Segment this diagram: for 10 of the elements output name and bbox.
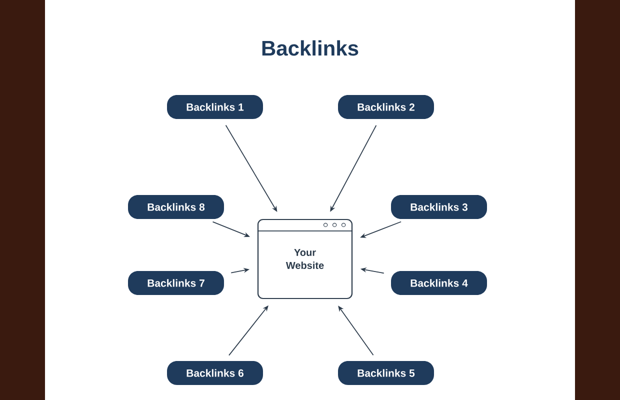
label-pill: Backlinks 8 <box>128 195 224 219</box>
label-pill: Backlinks 6 <box>167 361 263 385</box>
browser-window: Your Website <box>257 218 353 300</box>
label-pill: Backlinks 1 <box>167 95 263 119</box>
label-pill: Backlinks 2 <box>338 95 434 119</box>
label-pill: Backlinks 4 <box>391 271 487 295</box>
label-pill: Backlinks 7 <box>128 271 224 295</box>
label-pill: Backlinks 3 <box>391 195 487 219</box>
label-pill: Backlinks 5 <box>338 361 434 385</box>
title: Backlinks <box>262 40 358 56</box>
